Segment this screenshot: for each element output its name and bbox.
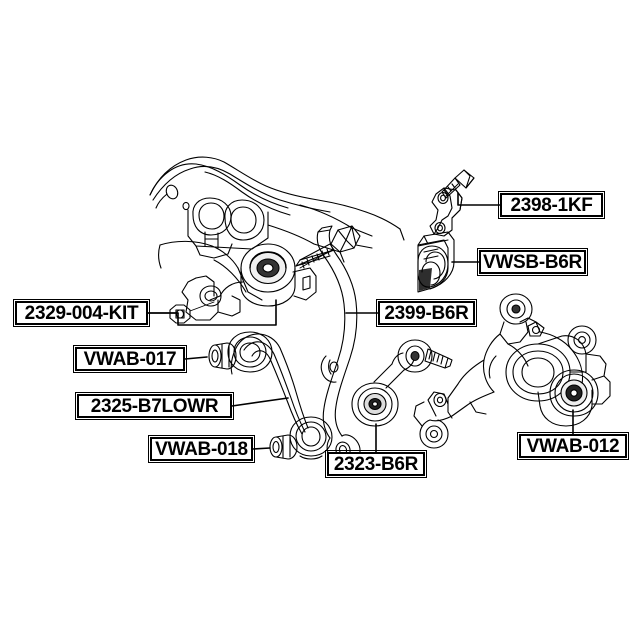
leader-2325-B7LOWR (231, 397, 289, 407)
part-label-text: VWAB-012 (526, 435, 620, 457)
part-label-text: 2323-B6R (333, 453, 419, 475)
leader-2398-1KF (457, 192, 501, 206)
leader-VWAB-017 (184, 356, 208, 360)
rear-subframe-crossmember (149, 156, 405, 301)
stabilizer-bracket-part (429, 169, 475, 237)
part-label-text: 2329-004-KIT (24, 302, 139, 324)
part-label-2329-004-kit[interactable]: 2329-004-KIT (13, 299, 150, 327)
leader-VWAB-018 (252, 447, 271, 450)
part-label-vwab-012[interactable]: VWAB-012 (517, 432, 629, 460)
part-label-text: VWSB-B6R (483, 251, 582, 273)
control-arm-bushing-lower-part (269, 434, 298, 460)
lower-control-arm-part (227, 331, 333, 460)
part-label-text: 2325-B7LOWR (90, 395, 219, 417)
subframe-bolt (295, 225, 361, 269)
control-arm-bushing-upper-part (208, 342, 237, 370)
rear-wheel-knuckle (413, 293, 611, 449)
stabilizer-link-part (351, 339, 453, 427)
part-label-text: 2398-1KF (510, 194, 593, 216)
part-label-2399-b6r[interactable]: 2399-B6R (376, 299, 477, 327)
part-label-vwsb-b6r[interactable]: VWSB-B6R (477, 248, 588, 276)
leader-lines (147, 192, 574, 453)
part-label-2325-b7lowr[interactable]: 2325-B7LOWR (75, 392, 234, 420)
part-label-2398-1kf[interactable]: 2398-1KF (498, 191, 605, 219)
part-label-text: VWAB-017 (83, 348, 177, 370)
subframe-bushing-kit-part (169, 225, 361, 324)
part-label-vwab-018[interactable]: VWAB-018 (148, 435, 255, 463)
stabilizer-bar-bushing-part (417, 231, 455, 293)
part-label-text: VWAB-018 (155, 438, 248, 460)
part-label-text: 2399-B6R (384, 302, 469, 324)
part-label-vwab-017[interactable]: VWAB-017 (73, 345, 187, 373)
knuckle-ring-fragment (320, 355, 339, 383)
part-label-2323-b6r[interactable]: 2323-B6R (325, 450, 427, 478)
